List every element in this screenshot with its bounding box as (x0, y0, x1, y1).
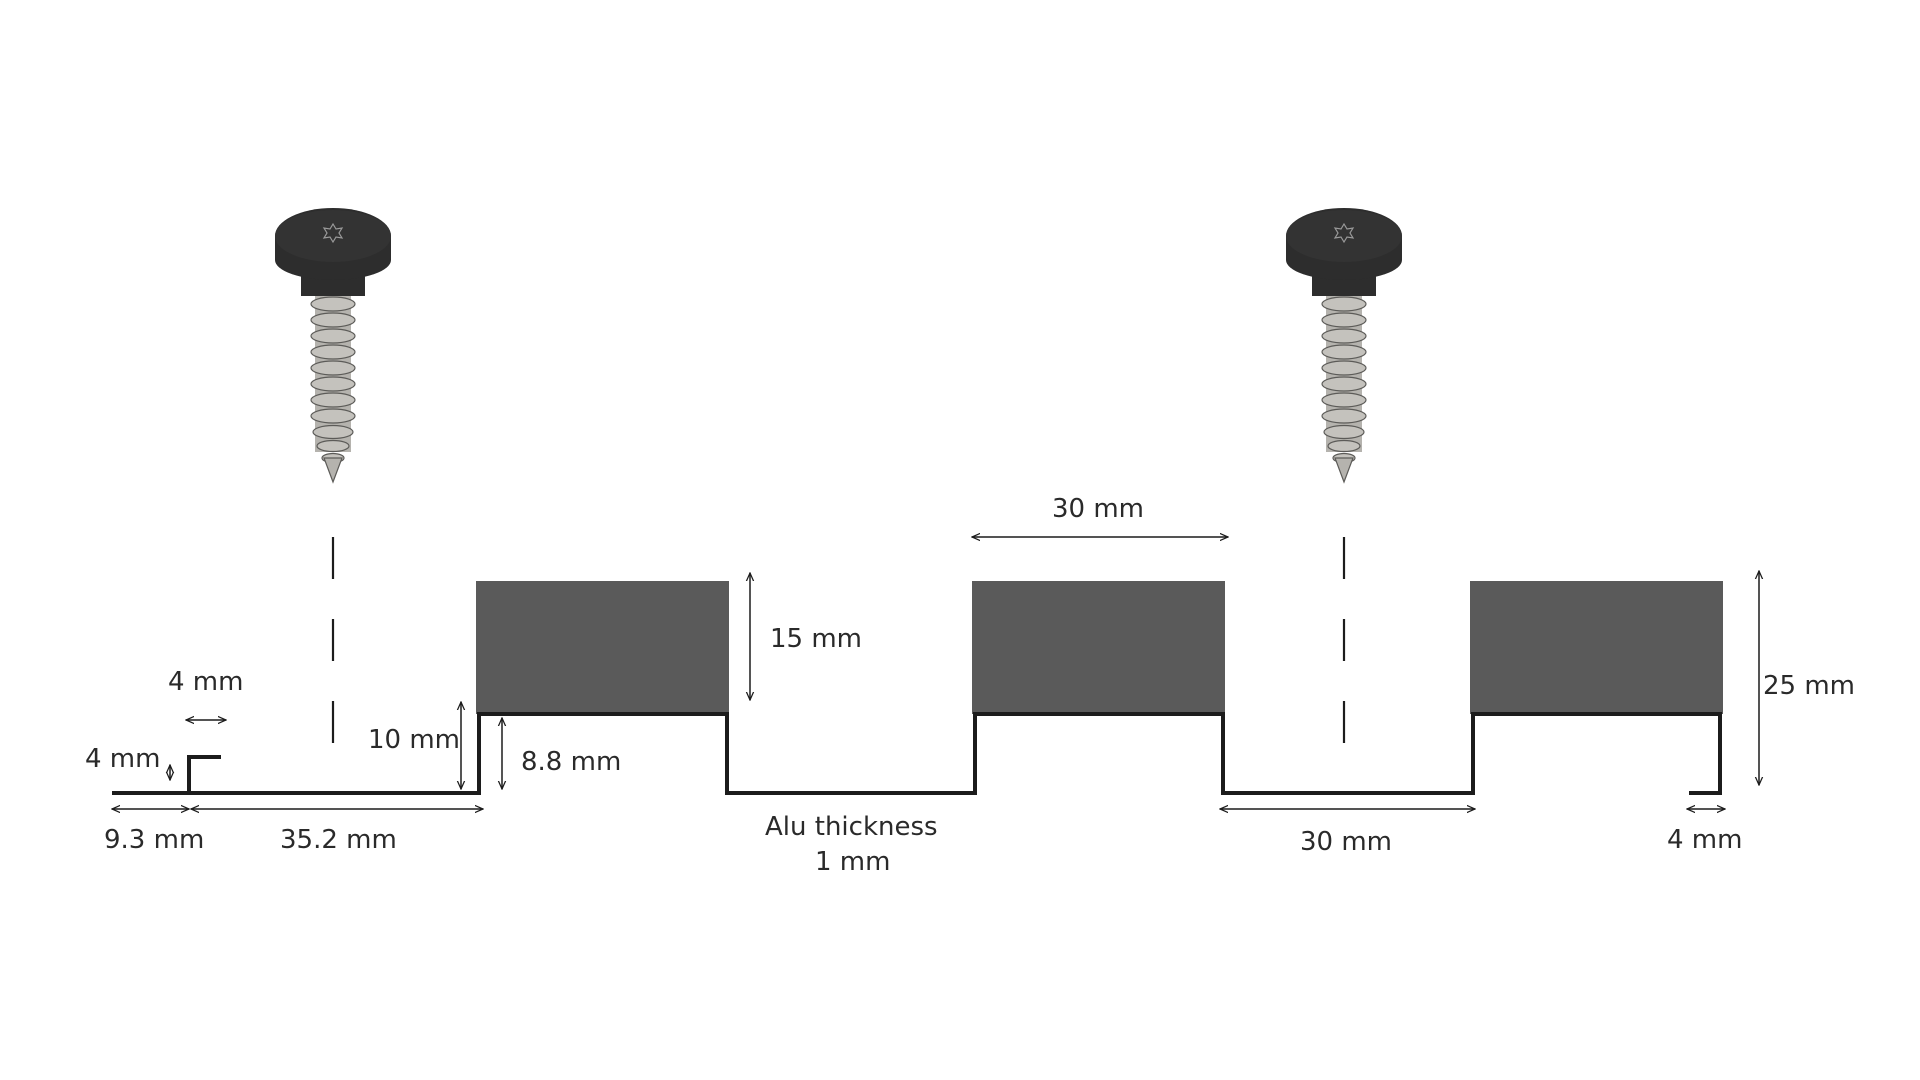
alu-thickness-value: 1 mm (815, 847, 890, 877)
first-span-label: 35.2 mm (280, 825, 397, 855)
gap-width-label: 30 mm (1300, 827, 1392, 857)
cladding-block (972, 581, 1225, 714)
total-height-label: 25 mm (1763, 671, 1855, 701)
cladding-block (476, 581, 729, 714)
rib-outer-height-label: 10 mm (368, 725, 460, 755)
cladding-block (1470, 581, 1723, 714)
screw-icon (274, 207, 392, 483)
screw-icon (1285, 207, 1403, 483)
lip-height-label: 4 mm (85, 744, 160, 774)
end-flange-label: 4 mm (1667, 825, 1742, 855)
block-width-label: 30 mm (1052, 494, 1144, 524)
alu-thickness-label: Alu thickness (765, 812, 938, 842)
edge-length-label: 9.3 mm (104, 825, 204, 855)
rib-inner-height-label: 8.8 mm (521, 747, 621, 777)
block-height-label: 15 mm (770, 624, 862, 654)
aluminium-profile (112, 712, 1722, 795)
lip-width-label: 4 mm (168, 667, 243, 697)
